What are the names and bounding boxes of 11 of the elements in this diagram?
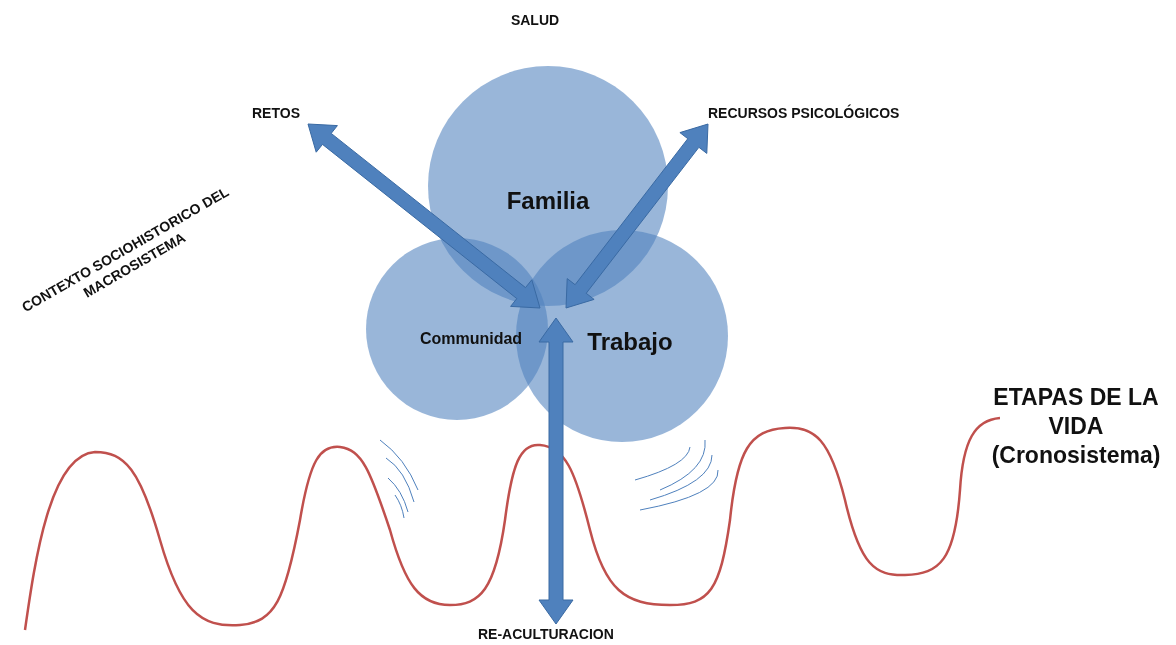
text-label: ETAPAS DE LA VIDA (Cronosistema) xyxy=(990,383,1162,470)
text-label: RE-ACULTURACION xyxy=(478,624,614,644)
circle-label: Trabajo xyxy=(587,328,673,356)
double-arrow xyxy=(565,123,709,309)
circle-label: Communidad xyxy=(419,330,523,348)
double-arrow xyxy=(307,123,541,309)
text-label: RECURSOS PSICOLÓGICOS xyxy=(708,103,900,123)
text-label: SALUD xyxy=(509,12,561,30)
text-label: RETOS xyxy=(252,103,300,123)
circle-label: Familia xyxy=(506,187,590,215)
double-arrow xyxy=(538,317,574,625)
